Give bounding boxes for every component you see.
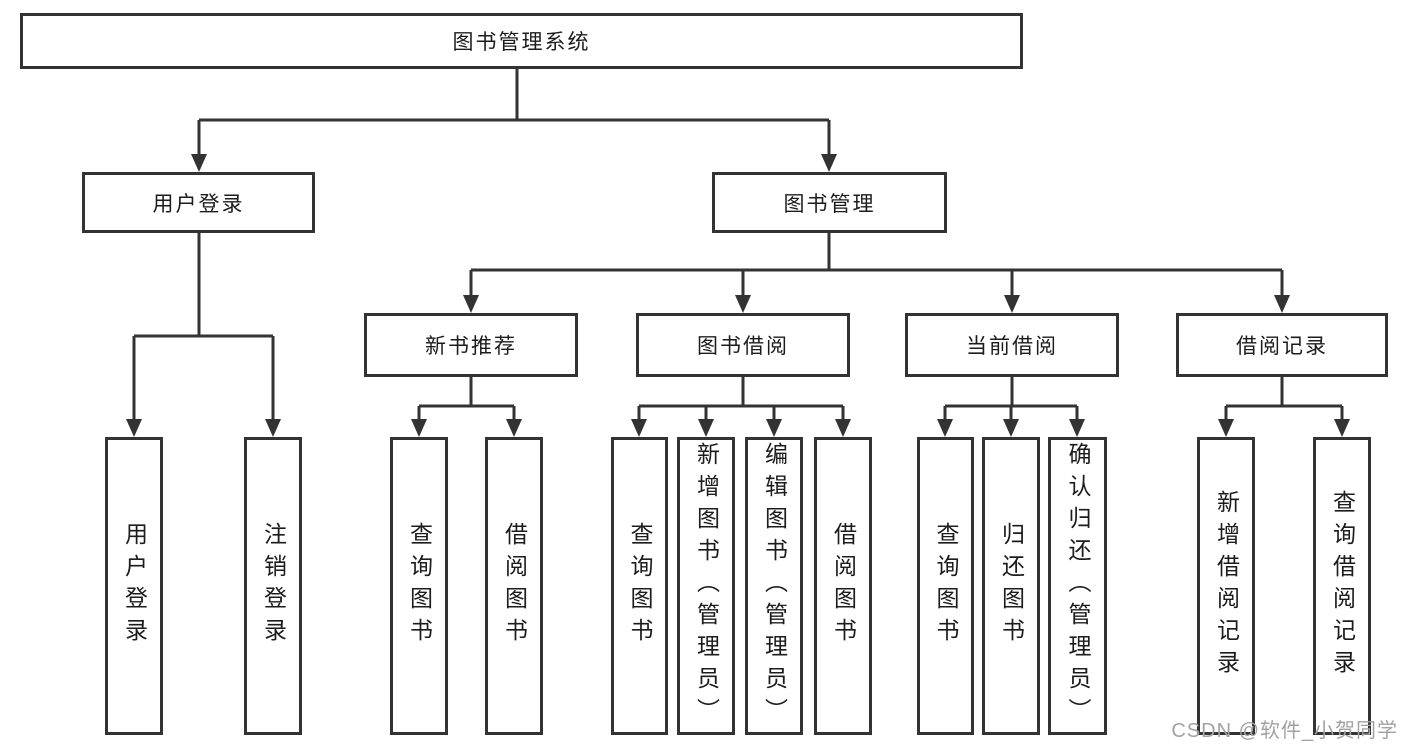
leaf-query-books: 查询图书 bbox=[390, 437, 448, 735]
node-user-login: 用户登录 bbox=[82, 172, 315, 233]
node-label: 归还图书 bbox=[998, 522, 1025, 650]
node-label: 用户登录 bbox=[152, 192, 245, 216]
node-book-borrowing: 图书借阅 bbox=[636, 313, 850, 377]
node-label: 图书管理 bbox=[783, 192, 876, 216]
node-root-system: 图书管理系统 bbox=[20, 13, 1023, 69]
leaf-borrow-books: 借阅图书 bbox=[485, 437, 543, 735]
node-label: 图书借阅 bbox=[697, 335, 789, 358]
node-label: 当前借阅 bbox=[966, 335, 1058, 358]
node-label: 用户登录 bbox=[121, 522, 148, 650]
node-label: 查询借阅记录 bbox=[1329, 490, 1356, 682]
node-current-borrowing: 当前借阅 bbox=[905, 313, 1119, 377]
node-label: 查询图书 bbox=[627, 522, 653, 650]
node-label: 借阅图书 bbox=[830, 522, 857, 650]
leaf-logout: 注销登录 bbox=[244, 437, 302, 735]
node-label: 查询图书 bbox=[933, 522, 959, 650]
node-label: 图书管理系统 bbox=[452, 31, 591, 54]
leaf-return-books: 归还图书 bbox=[982, 437, 1040, 735]
csdn-watermark: CSDN @软件_小贺同学 bbox=[1171, 720, 1398, 742]
node-label: 编辑图书（管理员） bbox=[761, 442, 788, 730]
node-label: 注销登录 bbox=[260, 522, 287, 650]
leaf-user-login: 用户登录 bbox=[105, 437, 163, 735]
leaf-borrow-books: 借阅图书 bbox=[814, 437, 872, 735]
leaf-add-borrow-record: 新增借阅记录 bbox=[1197, 437, 1255, 735]
arrow-heads bbox=[126, 154, 1350, 437]
node-label: 新书推荐 bbox=[425, 335, 517, 358]
leaf-query-borrow-record: 查询借阅记录 bbox=[1313, 437, 1371, 735]
node-label: 新增图书（管理员） bbox=[693, 442, 720, 730]
leaf-confirm-return-admin: 确认归还（管理员） bbox=[1048, 437, 1107, 735]
node-label: 查询图书 bbox=[406, 522, 433, 650]
leaf-query-books: 查询图书 bbox=[917, 437, 974, 735]
node-book-management: 图书管理 bbox=[712, 172, 947, 233]
node-new-book-recommend: 新书推荐 bbox=[364, 313, 578, 377]
node-label: 借阅记录 bbox=[1236, 335, 1328, 358]
leaf-edit-books-admin: 编辑图书（管理员） bbox=[745, 437, 803, 735]
leaf-add-books-admin: 新增图书（管理员） bbox=[677, 437, 735, 735]
node-label: 新增借阅记录 bbox=[1213, 490, 1240, 682]
node-label: 借阅图书 bbox=[501, 522, 528, 650]
leaf-query-books: 查询图书 bbox=[611, 437, 668, 735]
node-borrow-records: 借阅记录 bbox=[1176, 313, 1388, 377]
node-label: 确认归还（管理员） bbox=[1065, 442, 1091, 730]
